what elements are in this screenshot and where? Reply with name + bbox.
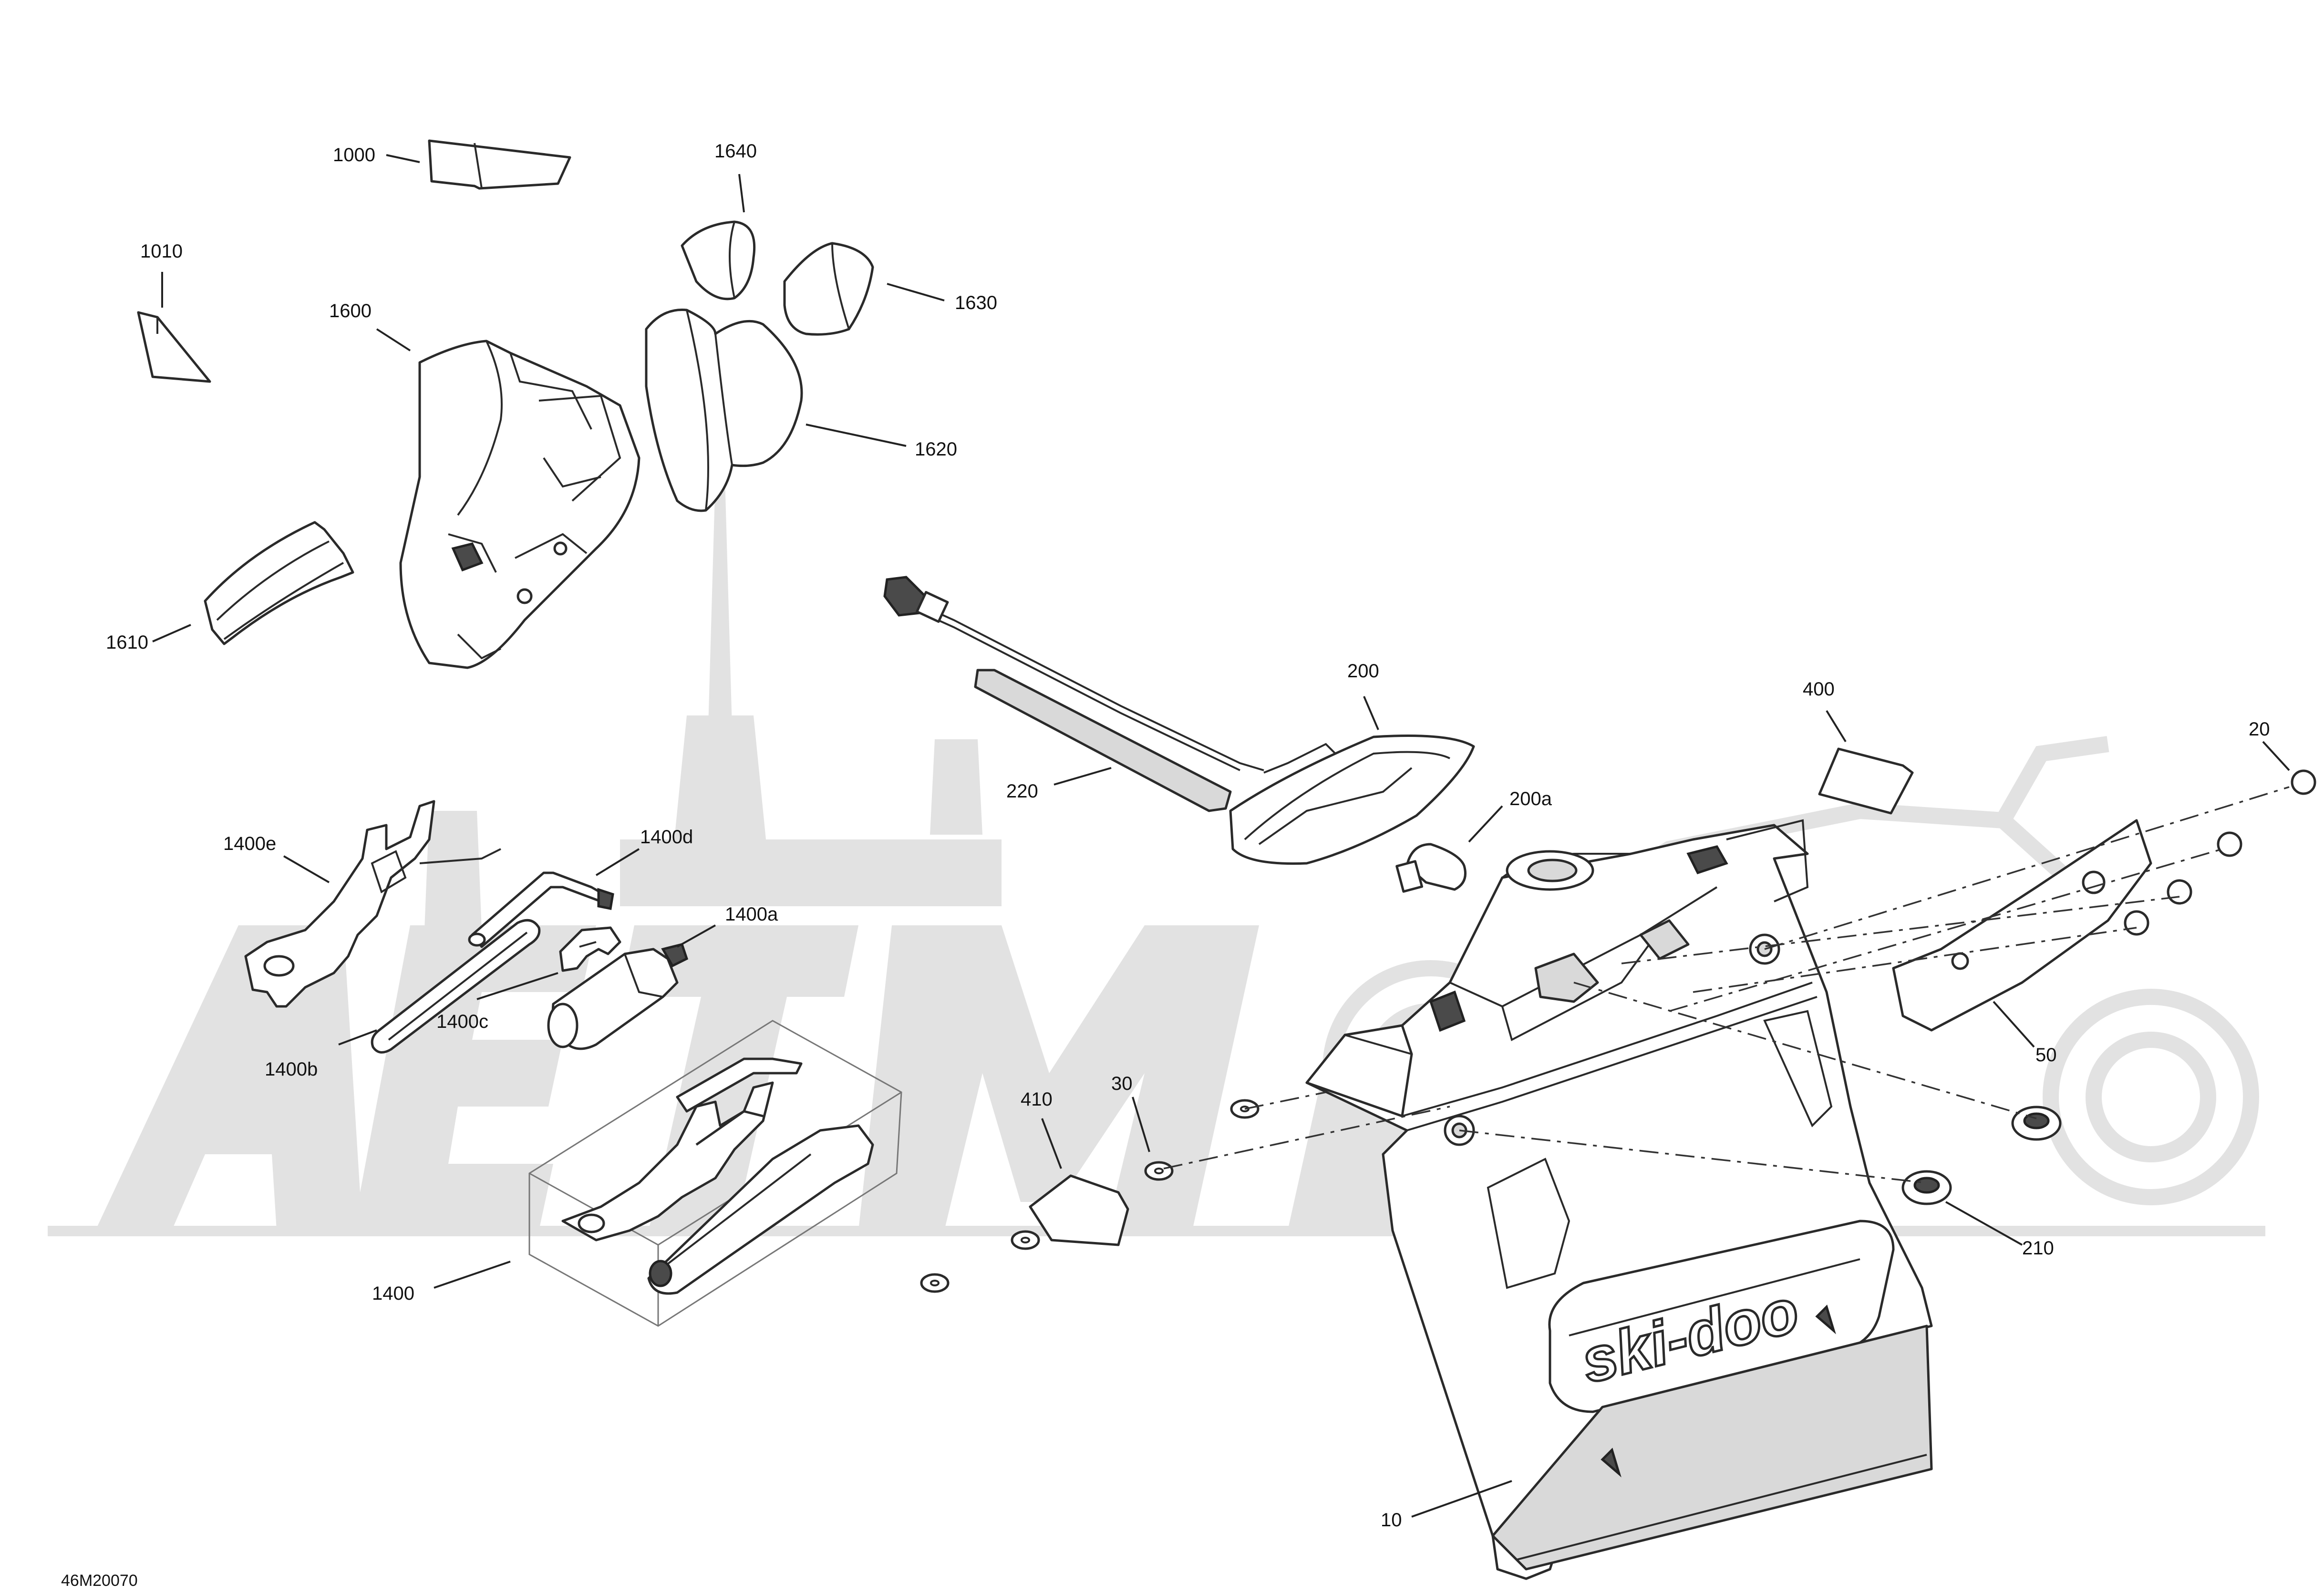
callout-410: 410 — [1021, 1089, 1053, 1110]
part-400 — [1818, 747, 1914, 815]
part-1400 — [528, 1020, 902, 1327]
leader-lines — [152, 154, 2290, 1518]
callout-10: 10 — [1381, 1510, 1402, 1531]
callout-1640: 1640 — [714, 141, 757, 162]
part-200 — [1229, 735, 1475, 865]
part-1600 — [399, 340, 640, 669]
part-1640 — [681, 220, 756, 300]
callout-1630: 1630 — [955, 292, 997, 313]
callout-1400d: 1400d — [640, 827, 693, 848]
callout-1400: 1400 — [372, 1283, 414, 1304]
callout-220: 220 — [1006, 781, 1038, 802]
part-1400c — [559, 926, 621, 972]
part-210 — [1901, 1106, 2062, 1205]
diagram-ref: 46M20070 — [61, 1572, 138, 1590]
part-1400e — [244, 800, 501, 1008]
part-1010 — [137, 311, 211, 383]
callout-1620: 1620 — [915, 439, 957, 460]
part-1400b — [371, 919, 541, 1054]
part-200a — [1395, 843, 1467, 893]
callout-1010: 1010 — [140, 241, 183, 262]
callout-20: 20 — [2249, 719, 2270, 740]
callout-1400e: 1400e — [223, 833, 276, 854]
callout-30: 30 — [1111, 1073, 1133, 1094]
part-1400d — [468, 871, 614, 948]
callout-1600: 1600 — [329, 300, 372, 321]
callout-1610: 1610 — [106, 632, 148, 653]
part-220 — [883, 576, 1264, 812]
part-1630 — [783, 242, 874, 336]
part-1620 — [645, 309, 803, 512]
part-20 — [2124, 769, 2316, 936]
part-10 — [1305, 819, 1933, 1580]
assembly-lines — [1163, 786, 2290, 1184]
callout-labels: 1000 1010 1600 1610 1640 1630 1620 200 2… — [61, 141, 2270, 1590]
callout-210: 210 — [2022, 1238, 2054, 1259]
callout-50: 50 — [2035, 1045, 2057, 1066]
part-1400a — [547, 943, 689, 1050]
part-1000 — [428, 139, 571, 190]
callout-200: 200 — [1347, 661, 1379, 682]
callout-1400a: 1400a — [725, 904, 778, 925]
callout-1400c: 1400c — [436, 1011, 488, 1032]
callout-200a: 200a — [1509, 788, 1552, 809]
callout-1400b: 1400b — [265, 1059, 318, 1080]
callout-1000: 1000 — [333, 145, 375, 166]
callout-400: 400 — [1803, 679, 1835, 700]
part-410 — [1029, 1174, 1129, 1246]
part-1610 — [204, 521, 354, 645]
